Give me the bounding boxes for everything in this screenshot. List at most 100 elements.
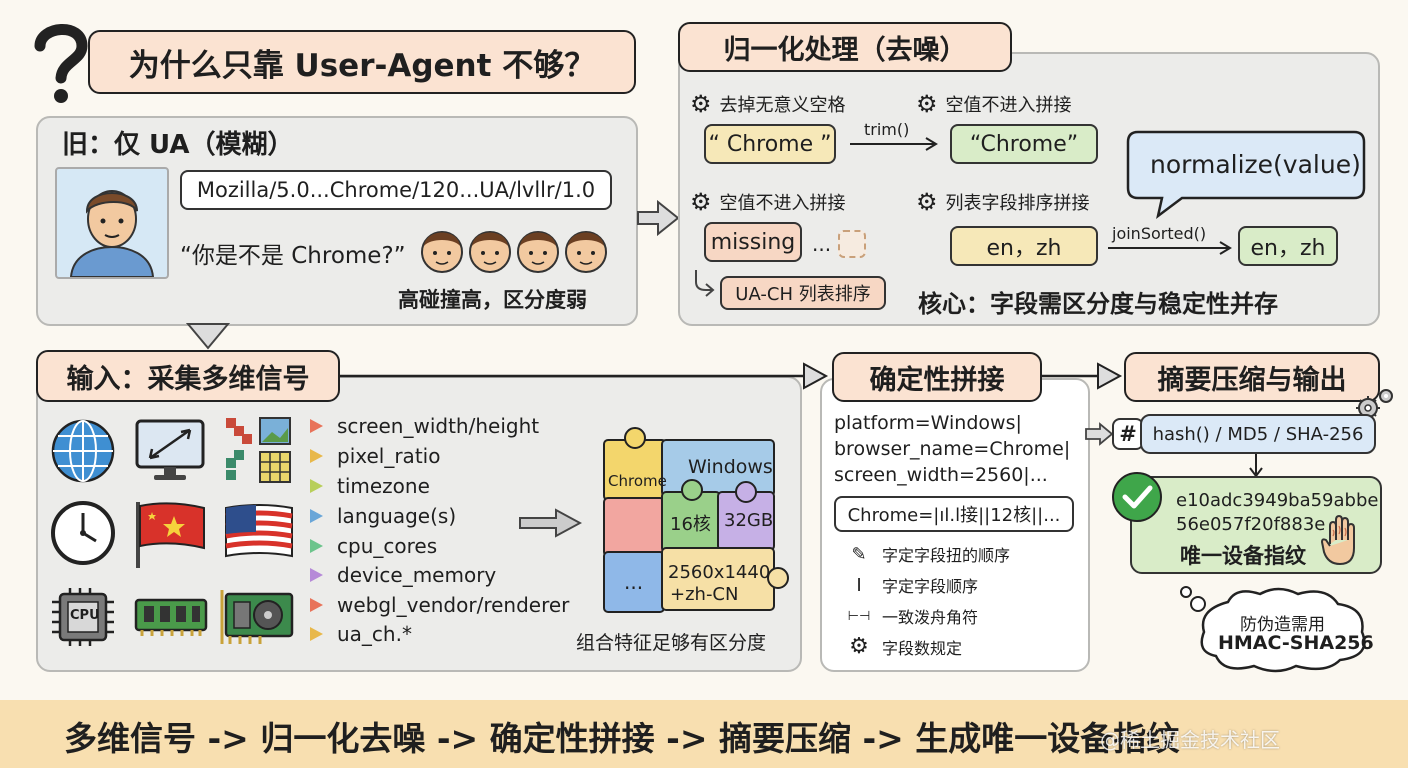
cpu-icon — [48, 586, 118, 648]
gear-icon: ⚙ — [916, 188, 938, 216]
ua-string: Mozilla/5.0...Chrome/120...UA/lvllr/1.0 — [196, 178, 596, 202]
concat-rule: ⊢⊣一致泼舟角符 — [847, 608, 979, 627]
face-icon-2 — [469, 231, 511, 273]
normalize-function: normalize(value) — [1150, 150, 1361, 179]
cpu-label: CPU — [70, 608, 100, 623]
arrow-join-sorted — [1108, 240, 1234, 256]
missing-dots: ... — [812, 232, 832, 256]
empty-slot-icon — [838, 230, 866, 258]
fingerprint-hash-line-1: e10adc3949ba59abbe — [1176, 490, 1379, 511]
list-before: en，zh — [950, 226, 1098, 266]
puzzle-chrome: Chrome — [608, 472, 667, 490]
us-flag-icon — [222, 502, 296, 564]
pixel-ratio-icon — [222, 414, 294, 486]
bullet-icon — [310, 568, 323, 582]
puzzle-dots: ... — [624, 570, 644, 594]
signal-item: language(s) — [310, 504, 456, 528]
thought-cloud — [1176, 584, 1376, 674]
face-icons — [420, 226, 610, 276]
normalize-rule-2: ⚙ 空值不进入拼接 — [916, 90, 1072, 118]
signal-item: device_memory — [310, 563, 496, 587]
normalize-speech-bubble — [1108, 126, 1368, 220]
arrow-hash-to-output — [1248, 454, 1264, 478]
join-sorted-operation: joinSorted() — [1112, 224, 1207, 243]
memory-icon — [134, 596, 208, 638]
question-mark-icon — [30, 18, 92, 108]
uach-sort-label: UA-CH 列表排序 — [720, 276, 886, 310]
puzzle-language: +zh-CN — [670, 584, 739, 605]
old-ua-heading: 旧：仅 UA（模糊） — [62, 130, 294, 160]
hash-function-box: hash() / MD5 / SHA-256 — [1140, 414, 1376, 454]
globe-icon — [50, 418, 116, 484]
puzzle-caption: 组合特征足够有区分度 — [576, 632, 767, 654]
separator-icon: ⊢⊣ — [847, 608, 871, 624]
gear-icon: ⚙ — [690, 188, 712, 216]
edit-icon: ✎ — [851, 543, 867, 565]
clock-icon — [50, 500, 116, 566]
device-fingerprint-label: 唯一设备指纹 — [1180, 544, 1306, 568]
concat-line-1: platform=Windows| — [834, 412, 1022, 434]
digest-heading: 摘要压缩与输出 — [1124, 352, 1380, 402]
signal-item: screen_width/height — [310, 414, 539, 438]
normalize-rule-4: ⚙ 列表字段排序拼接 — [916, 188, 1090, 216]
cloud-line-1: 防伪造需用 — [1240, 615, 1325, 635]
signal-item: ua_ch.* — [310, 622, 412, 646]
china-flag-icon — [134, 500, 206, 570]
after-trim-value: “Chrome” — [950, 124, 1098, 164]
puzzle-icon — [582, 420, 798, 620]
normalize-core: 核心：字段需区分度与稳定性并存 — [918, 290, 1278, 318]
monitor-icon — [134, 418, 206, 484]
avatar — [55, 167, 169, 279]
bullet-icon — [310, 449, 323, 463]
ua-string-box: Mozilla/5.0...Chrome/120...UA/lvllr/1.0 — [180, 170, 612, 210]
concat-joined-box: Chrome=|ıl.l接||12核||... — [834, 496, 1074, 532]
puzzle-memory: 32GB — [724, 510, 774, 531]
hash-icon: # — [1119, 422, 1137, 446]
normalize-heading: 归一化处理（去噪） — [678, 22, 1012, 72]
old-ua-note: 高碰撞高，区分度弱 — [398, 288, 587, 312]
arrow-trim — [850, 136, 940, 152]
puzzle-cores: 16核 — [670, 514, 711, 535]
trim-operation: trim() — [864, 120, 910, 139]
fingerprint-hash-line-2: 56e057f20f883e — [1176, 514, 1326, 535]
missing-value: missing — [704, 222, 802, 262]
signal-item: pixel_ratio — [310, 444, 440, 468]
face-icon-1 — [421, 231, 463, 273]
gear-icon: ⚙ — [849, 634, 869, 659]
arrow-signals-to-puzzle — [518, 508, 583, 538]
footer-banner — [0, 700, 1408, 768]
signal-item: timezone — [310, 474, 430, 498]
normalize-rule-3: ⚙ 空值不进入拼接 — [690, 188, 846, 216]
bullet-icon — [310, 598, 323, 612]
arrow-concat-to-digest — [1042, 362, 1124, 390]
concat-line-2: browser_name=Chrome| — [834, 438, 1071, 460]
arrow-old-to-input — [185, 322, 231, 350]
ua-question: “你是不是 Chrome?” — [180, 243, 406, 269]
arrow-input-to-concat — [340, 362, 830, 390]
check-icon — [1110, 470, 1164, 524]
face-icon-4 — [565, 231, 607, 273]
cloud-line-2: HMAC-SHA256 — [1218, 632, 1374, 654]
concat-line-3: screen_width=2560|... — [834, 464, 1048, 486]
puzzle-resolution: 2560x1440 — [668, 562, 771, 583]
face-icon-3 — [517, 231, 559, 273]
footer-flow: 多维信号 -> 归一化去噪 -> 确定性拼接 -> 摘要压缩 -> 生成唯一设备… — [64, 719, 1180, 758]
list-after: en，zh — [1238, 226, 1338, 266]
bullet-icon — [310, 539, 323, 553]
watermark: @稀土掘金技术社区 — [1100, 728, 1280, 752]
hand-icon — [1320, 514, 1366, 568]
arrow-into-hash — [1084, 422, 1114, 446]
bullet-icon — [310, 419, 323, 433]
signal-item: webgl_vendor/renderer — [310, 593, 569, 617]
input-heading: 输入：采集多维信号 — [36, 350, 340, 402]
cursor-icon: I — [856, 574, 862, 596]
puzzle-windows: Windows — [688, 456, 773, 478]
gear-icon: ⚙ — [916, 90, 938, 118]
bullet-icon — [310, 627, 323, 641]
arrow-old-to-normalize — [636, 199, 680, 237]
bullet-icon — [310, 509, 323, 523]
signal-item: cpu_cores — [310, 534, 437, 558]
gear-icon: ⚙ — [690, 90, 712, 118]
bullet-icon — [310, 479, 323, 493]
